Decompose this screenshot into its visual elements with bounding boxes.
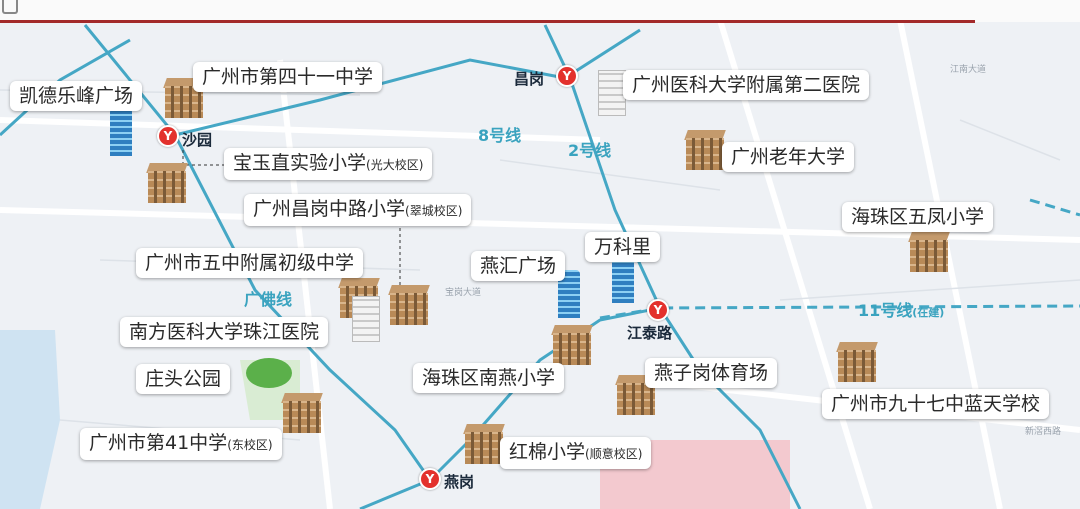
line-label-11: 11号线(在建)	[858, 297, 944, 321]
river-area	[0, 330, 60, 509]
poi-label-kaide[interactable]: 凯德乐峰广场	[10, 81, 143, 111]
line-label-8: 8号线	[478, 126, 522, 145]
line-11	[599, 304, 1080, 320]
station-shayuan[interactable]: 沙园	[182, 131, 213, 149]
header-rule	[0, 20, 975, 23]
line-label-guangfo: 广佛线	[244, 290, 293, 309]
poi-note: (翠城校区)	[405, 204, 463, 218]
school-building-icon	[908, 232, 950, 272]
poi-label-baoyu[interactable]: 宝玉直实验小学(光大校区)	[224, 148, 433, 180]
metro-station-icon[interactable]: Y	[647, 299, 669, 321]
street-label: 宝岗大道	[445, 288, 482, 298]
poi-label-school41-east[interactable]: 广州市第41中学(东校区)	[80, 428, 282, 460]
poi-note: (东校区)	[227, 438, 273, 452]
station-changgang[interactable]: 昌岗	[514, 70, 545, 88]
poi-label-laonian[interactable]: 广州老年大学	[722, 142, 855, 172]
school-building-icon	[281, 393, 323, 433]
metro-station-icon[interactable]: Y	[419, 468, 441, 490]
poi-name: 广州市第41中学	[89, 432, 228, 454]
line-11-note: (在建)	[912, 306, 945, 319]
mall-tower-icon	[110, 108, 132, 156]
metro-station-icon[interactable]: Y	[157, 125, 179, 147]
school-building-icon	[551, 325, 593, 365]
poi-note: (顺意校区)	[585, 447, 643, 461]
poi-label-yanzigang[interactable]: 燕子岗体育场	[645, 358, 778, 388]
school-building-icon	[684, 130, 726, 170]
school-building-icon	[388, 285, 430, 325]
school-building-icon	[146, 163, 188, 203]
poi-name: 广州昌岗中路小学	[253, 198, 406, 220]
poi-label-wufeng[interactable]: 海珠区五凤小学	[842, 202, 994, 232]
poi-note: (光大校区)	[366, 158, 424, 172]
street-label: 新滘西路	[1025, 427, 1062, 437]
school-building-icon	[163, 78, 205, 118]
poi-name: 红棉小学	[509, 441, 586, 463]
poi-label-school41-top[interactable]: 广州市第四十一中学	[193, 62, 383, 92]
mall-tower-icon	[558, 270, 580, 318]
poi-label-lantian[interactable]: 广州市九十七中蓝天学校	[822, 389, 1050, 419]
hospital-building-icon	[352, 296, 380, 342]
poi-label-nanyan[interactable]: 海珠区南燕小学	[413, 363, 565, 393]
line-11-name: 11号线	[858, 301, 913, 320]
hospital-building-icon	[598, 70, 626, 116]
poi-label-changgangzhonglu[interactable]: 广州昌岗中路小学(翠城校区)	[244, 194, 472, 226]
poi-label-yike[interactable]: 广州医科大学附属第二医院	[623, 70, 870, 100]
mall-tower-icon	[612, 255, 634, 303]
poi-label-wuzhong[interactable]: 广州市五中附属初级中学	[136, 248, 364, 278]
poi-label-yanhui[interactable]: 燕汇广场	[471, 251, 566, 281]
poi-label-wankeli[interactable]: 万科里	[585, 232, 661, 262]
station-yangang[interactable]: 燕岗	[444, 473, 475, 491]
line-8	[174, 28, 641, 137]
metro-station-icon[interactable]: Y	[556, 65, 578, 87]
header-bar	[0, 0, 1080, 22]
station-jiangtailu[interactable]: 江泰路	[627, 324, 673, 342]
school-building-icon	[615, 375, 657, 415]
line-label-2: 2号线	[568, 141, 612, 160]
poi-label-nanfang[interactable]: 南方医科大学珠江医院	[120, 317, 329, 347]
school-building-icon	[836, 342, 878, 382]
park-tree-icon	[246, 358, 292, 388]
poi-label-zhuangtou[interactable]: 庄头公园	[136, 364, 231, 394]
school-building-icon	[463, 424, 505, 464]
poi-label-hongmian[interactable]: 红棉小学(顺意校区)	[500, 437, 652, 469]
street-label: 江南大道	[950, 65, 987, 75]
document-icon	[2, 0, 18, 14]
poi-name: 宝玉直实验小学	[233, 152, 367, 174]
